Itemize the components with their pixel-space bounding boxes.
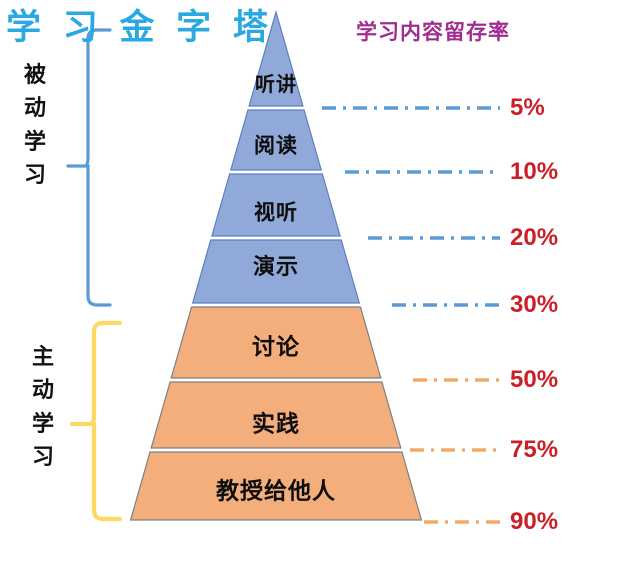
group-active-char-3: 学 <box>31 410 54 436</box>
group-active-char-2: 动 <box>31 377 54 403</box>
retention-value-2: 10% <box>510 158 559 185</box>
retention-header: 学习内容留存率 <box>356 21 510 44</box>
active-brace <box>88 320 123 522</box>
pyramid-level-6[interactable] <box>150 381 402 449</box>
pyramid-level-3[interactable] <box>211 173 341 237</box>
pyramid-level-label-6: 实践 <box>252 410 300 437</box>
retention-value-3: 20% <box>510 224 559 251</box>
group-passive-char-1: 被 <box>23 62 46 87</box>
group-active-char-4: 习 <box>31 444 54 470</box>
group-passive-char-4: 习 <box>23 162 46 188</box>
retention-value-4: 30% <box>510 291 559 318</box>
retention-value-7: 90% <box>510 508 559 535</box>
group-label-passive: 被动学习 <box>18 58 52 192</box>
pyramid-level-4[interactable] <box>191 239 361 304</box>
pyramid-level-5[interactable] <box>170 306 382 379</box>
retention-value-6: 75% <box>510 436 559 463</box>
pyramid-level-label-4: 演示 <box>252 254 300 279</box>
pyramid-level-label-5: 讨论 <box>252 333 300 360</box>
group-label-active: 主动学习 <box>26 340 60 474</box>
pyramid-level-label-3: 视听 <box>254 201 298 225</box>
retention-value-5: 50% <box>510 366 559 393</box>
pyramid-level-label-7: 教授给他人 <box>216 477 336 504</box>
retention-value-1: 5% <box>510 94 545 121</box>
pyramid-level-7[interactable] <box>129 451 423 521</box>
group-active-char-1: 主 <box>31 344 54 369</box>
passive-brace <box>83 28 112 307</box>
pyramid-level-label-1: 听讲 <box>255 74 297 96</box>
pyramid-level-2[interactable] <box>229 109 323 171</box>
pyramid-level-1[interactable] <box>248 9 304 107</box>
group-passive-char-2: 动 <box>23 95 46 121</box>
pyramid-level-label-2: 阅读 <box>254 134 298 158</box>
group-passive-char-3: 学 <box>23 128 46 154</box>
page-title: 学 习 金 字 塔 <box>6 8 274 47</box>
